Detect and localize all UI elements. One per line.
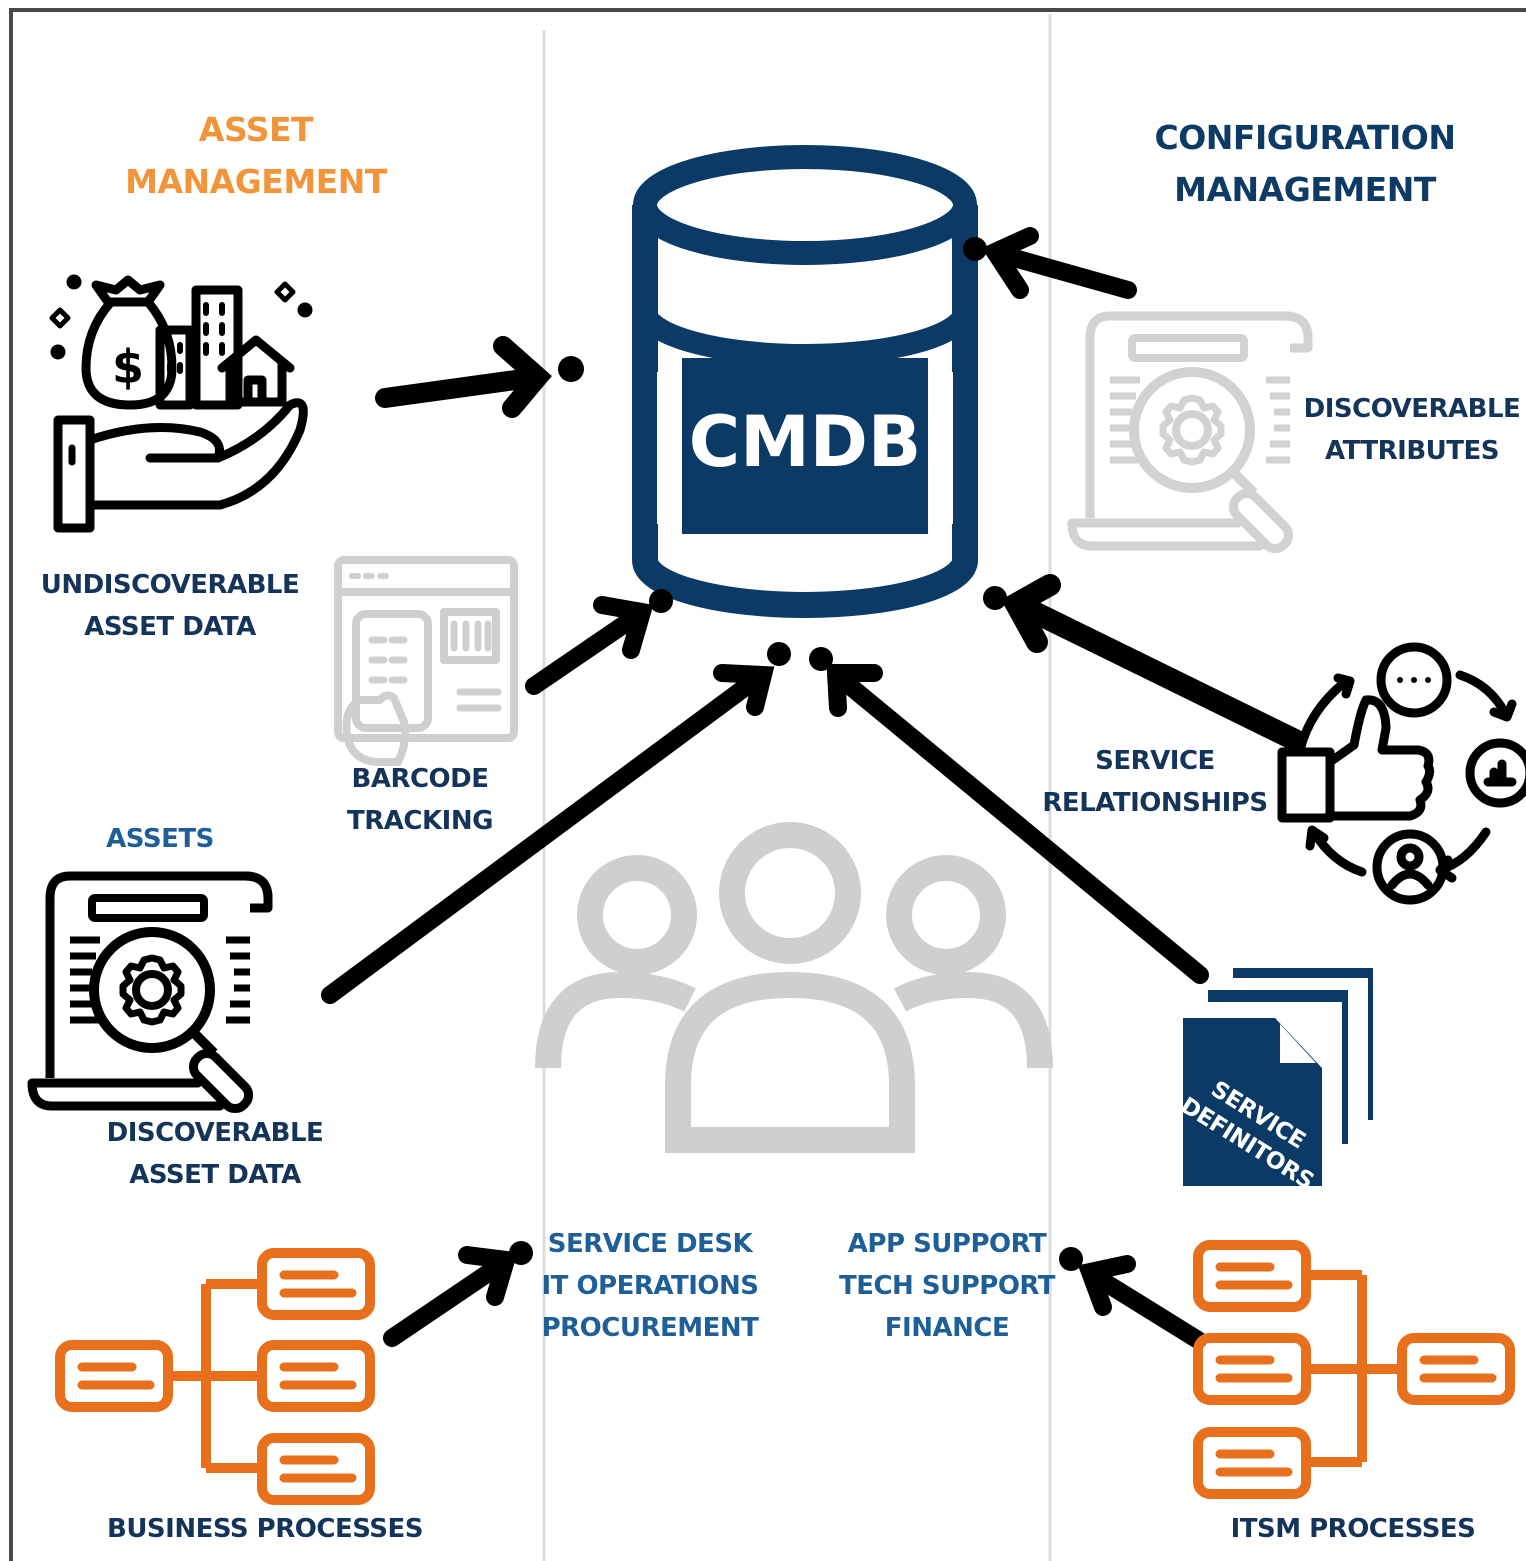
thumbs-up-cycle-icon (1277, 642, 1526, 905)
service-relationships-label: SERVICE RELATIONSHIPS (1042, 746, 1268, 818)
assets-in-hand-icon: $ (49, 274, 313, 533)
configuration-management-title-line-1: CONFIGURATION (1154, 118, 1456, 157)
business-processes-label: BUSINESS PROCESSES (107, 1514, 423, 1544)
arrow-itsm-to-teams (1077, 1255, 1207, 1349)
arrow-assets-to-cmdb (321, 664, 775, 1004)
undiscoverable-asset-data-label: UNDISCOVERABLE ASSET DATA (40, 570, 300, 642)
discoverable-attributes-label: DISCOVERABLE ATTRIBUTES (1303, 394, 1521, 466)
discoverable-asset-data-label: DISCOVERABLE ASSET DATA (106, 1118, 324, 1190)
process-tree-icon-business (60, 1253, 370, 1500)
people-group-icon (535, 822, 1053, 1153)
configuration-management-title: CONFIGURATION MANAGEMENT (1125, 112, 1485, 216)
itsm-processes-label: ITSM PROCESSES (1230, 1514, 1476, 1544)
arrow-config-to-cmdb (981, 227, 1137, 299)
asset-management-title: ASSET MANAGEMENT (106, 104, 406, 208)
process-tree-icon-itsm (1198, 1245, 1510, 1494)
teams-right-label: APP SUPPORT TECH SUPPORT FINANCE (838, 1229, 1056, 1343)
assets-heading: ASSETS (106, 824, 214, 854)
frame-border (9, 8, 1526, 1561)
arrow-relationships-to-cmdb (1001, 574, 1306, 751)
connector-dots (509, 237, 1083, 1271)
svg-text:$: $ (112, 340, 144, 394)
arrow-definitors-to-cmdb (826, 664, 1209, 984)
arrows (321, 227, 1306, 1349)
barcode-tablet-icon (334, 556, 518, 766)
cmdb-label: CMDB (688, 401, 922, 483)
asset-management-title-line-2: MANAGEMENT (125, 162, 387, 201)
database-cylinder-icon (632, 145, 978, 618)
arrow-barcode-to-cmdb (525, 596, 654, 695)
barcode-tracking-label: BARCODE TRACKING (347, 764, 493, 836)
document-gear-magnifier-icon (32, 876, 268, 1114)
arrow-business-to-teams (383, 1246, 518, 1347)
configuration-management-title-line-2: MANAGEMENT (1174, 170, 1436, 209)
stacked-documents-icon (1183, 968, 1373, 1186)
teams-left-label: SERVICE DESK IT OPERATIONS PROCUREMENT (541, 1229, 759, 1343)
document-gear-magnifier-icon-gray (1072, 316, 1308, 554)
asset-management-title-line-1: ASSET (198, 110, 314, 149)
arrow-undiscoverable-to-cmdb (375, 336, 552, 418)
